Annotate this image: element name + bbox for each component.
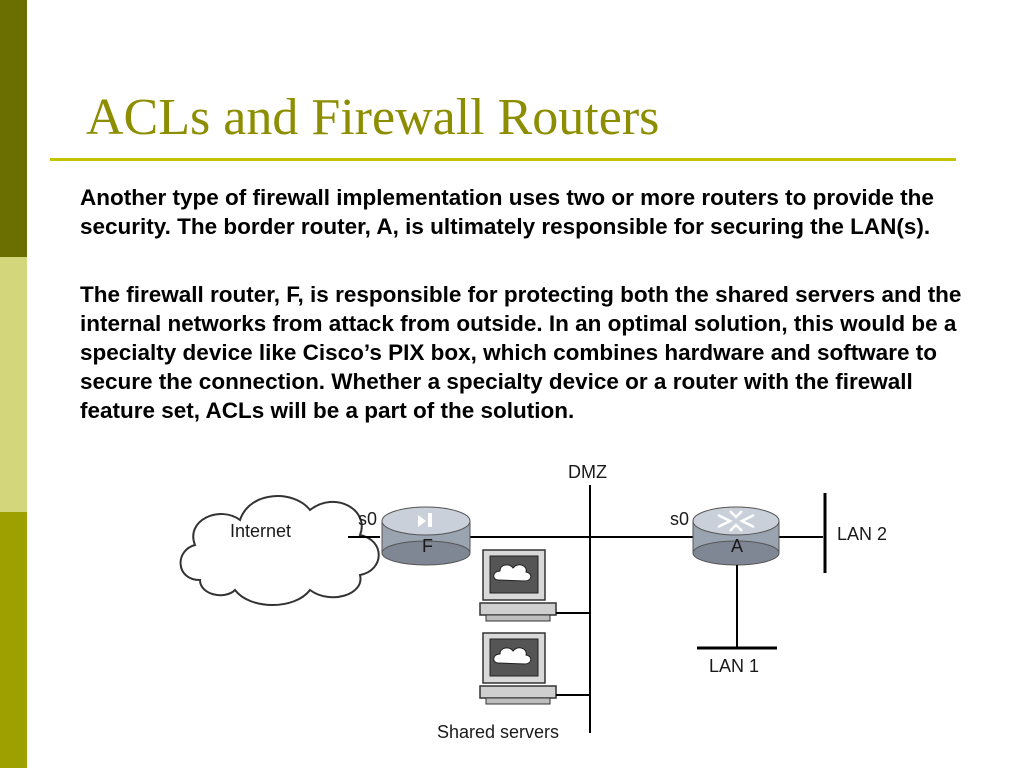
internet-label: Internet bbox=[230, 521, 291, 541]
lan2-label: LAN 2 bbox=[837, 524, 887, 544]
body-paragraph-1: Another type of firewall implementation … bbox=[80, 185, 934, 239]
firewall-router-icon bbox=[381, 506, 471, 566]
firewall-interface-label: s0 bbox=[358, 509, 377, 529]
shared-servers-label: Shared servers bbox=[437, 722, 559, 742]
cloud-icon bbox=[179, 495, 380, 606]
title-divider bbox=[50, 158, 956, 161]
border-router-label: A bbox=[731, 536, 743, 556]
body-paragraph-2: The firewall router, F, is responsible f… bbox=[80, 282, 962, 423]
lan1-label: LAN 1 bbox=[709, 656, 759, 676]
firewall-router-label: F bbox=[422, 536, 433, 556]
border-interface-label: s0 bbox=[670, 509, 689, 529]
server-icon bbox=[479, 632, 557, 705]
sidebar-bar-bottom bbox=[0, 512, 27, 768]
sidebar-bar-top bbox=[0, 0, 27, 257]
dmz-label: DMZ bbox=[568, 462, 607, 482]
server-icon bbox=[479, 549, 557, 622]
network-diagram: Internet DMZ s0 F s0 A LAN 2 bbox=[179, 462, 887, 742]
sidebar-bar-middle bbox=[0, 257, 27, 512]
slide-title: ACLs and Firewall Routers bbox=[86, 89, 660, 146]
